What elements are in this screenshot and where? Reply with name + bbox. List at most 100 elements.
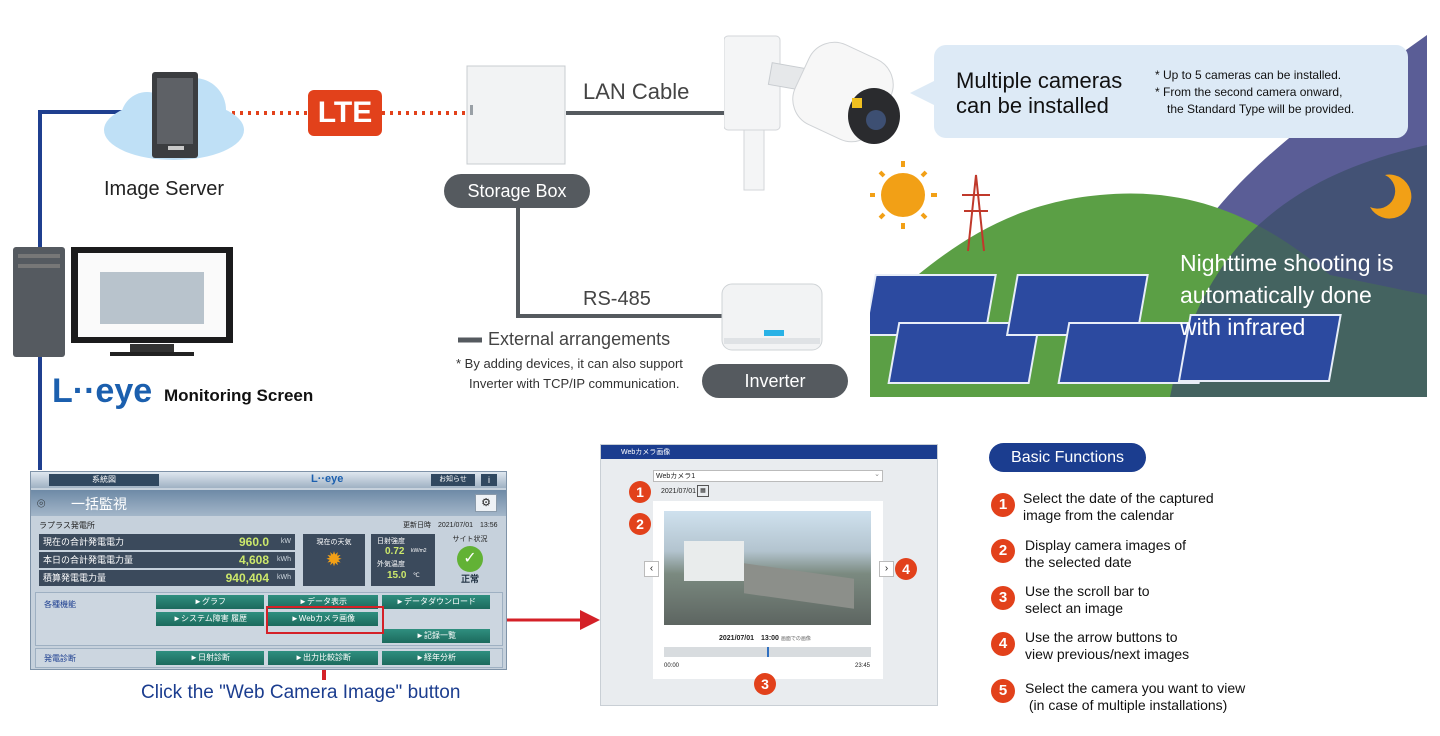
scroll-thumb[interactable] (766, 647, 769, 657)
web-camera-highlight (266, 606, 384, 634)
date-display: 2021/07/01 (661, 488, 697, 495)
record-list-button[interactable]: ►記録一覧 (382, 629, 490, 643)
external-note-2: Inverter with TCP/IP communication. (469, 376, 680, 391)
basic-functions-title: Basic Functions (989, 443, 1146, 472)
system-fault-button[interactable]: ►システム障害 履歴 (156, 612, 264, 626)
site-label: サイト状況 (452, 536, 488, 543)
image-caption: 2021/07/01 13:00 画面での画像 (719, 633, 811, 643)
marker-1: 1 (629, 481, 651, 503)
inverter-pill: Inverter (702, 364, 848, 398)
system-topbar: 系統図 L··eye お知らせ i (31, 472, 506, 488)
night-text-3: with infrared (1180, 314, 1306, 340)
metric-name: 積算発電電力量 (43, 573, 107, 583)
tab-system-diagram[interactable]: 系統図 (49, 474, 159, 486)
irradiance-label: 日射強度 (377, 538, 405, 545)
weather-box: 現在の天気 ✹ (303, 534, 365, 586)
external-note-1: * By adding devices, it can also support (456, 356, 683, 371)
storage-box-icon (466, 65, 566, 165)
scroll-start: 00:00 (664, 663, 680, 669)
diag-area: 発電診断 ►日射診断 ►出力比較診断 ►経年分析 (35, 648, 503, 668)
plant-name: ラプラス発電所 (39, 521, 95, 530)
graph-button[interactable]: ►グラフ (156, 595, 264, 609)
gear-icon[interactable]: ⚙ (475, 494, 497, 512)
bridge-shape (744, 563, 854, 609)
site-status: 正常 (460, 574, 479, 584)
system-header: ⌾ 一括監視 ⚙ (31, 490, 506, 516)
marker-3: 3 (754, 673, 776, 695)
scroll-end: 23:45 (855, 663, 871, 669)
function-text: Select the camera you want to view (in c… (1025, 680, 1246, 713)
building-shape (684, 541, 744, 581)
rs485-line (516, 208, 722, 318)
panel-arrow-head (580, 610, 600, 630)
irradiance-value: 0.72 (385, 546, 405, 557)
function-number: 5 (991, 679, 1015, 703)
camera-panel: Webカメラ画像 Webカメラ1 ⌄ 2021/07/01 ▦ 2021/07/… (600, 444, 938, 706)
metric-name: 本日の合計発電電力量 (43, 555, 134, 565)
marker-2: 2 (629, 513, 651, 535)
system-title: 一括監視 (71, 496, 127, 512)
chevron-down-icon: ⌄ (874, 471, 880, 478)
marker-4: 4 (895, 558, 917, 580)
notify-button[interactable]: お知らせ (431, 474, 475, 486)
bubble-tail (910, 80, 936, 106)
scene-illustration (870, 35, 1427, 397)
solar-scene (870, 35, 1427, 397)
bubble-note-3: the Standard Type will be provided. (1167, 102, 1355, 116)
bubble-title-1: Multiple cameras (956, 68, 1123, 93)
camera-panel-title: Webカメラ画像 (621, 449, 671, 456)
function-text: Use the scroll bar to select an image (1025, 583, 1150, 616)
caption-time: 2021/07/01 13:00 (719, 635, 779, 642)
aging-button[interactable]: ►経年分析 (382, 651, 490, 665)
metric-unit: kW (280, 538, 291, 545)
functions-area: 各種機能 ►グラフ ►データ表示 ►データダウンロード ►システム障害 履歴 ►… (35, 592, 503, 646)
info-button[interactable]: i (481, 474, 497, 486)
external-legend: External arrangements (488, 329, 671, 349)
function-number: 1 (991, 493, 1015, 517)
metric-unit: kWh (277, 556, 291, 563)
metric-value: 4,608 (238, 553, 269, 567)
temp-value: 15.0 (387, 570, 407, 581)
cloud-server-icon (104, 72, 244, 160)
calendar-icon[interactable]: ▦ (697, 485, 709, 497)
camera-icon (724, 35, 900, 191)
metric-row: 本日の合計発電電力量 4,608 kWh (39, 552, 295, 568)
output-diag-button[interactable]: ►出力比較診断 (268, 651, 378, 665)
daily-diag-button[interactable]: ►日射診断 (156, 651, 264, 665)
cameras-bubble (934, 45, 1408, 138)
weather-label: 現在の天気 (316, 539, 352, 546)
camera-select[interactable]: Webカメラ1 ⌄ (653, 470, 883, 482)
camera-image (664, 511, 871, 625)
lte-badge: LTE (308, 90, 382, 136)
site-status-box: サイト状況 ✓ 正常 (441, 534, 499, 586)
image-server-label: Image Server (104, 178, 225, 200)
functions-label: 各種機能 (44, 600, 76, 609)
function-text: Use the arrow buttons to view previous/n… (1025, 629, 1190, 662)
lan-cable-label: LAN Cable (583, 79, 690, 104)
diag-label: 発電診断 (44, 654, 76, 663)
camera-panel-header: Webカメラ画像 (601, 445, 937, 459)
metric-value: 940,404 (225, 571, 269, 585)
bubble-note-2: * From the second camera onward, (1155, 85, 1343, 99)
data-view-button[interactable]: ►データ表示 (268, 595, 378, 609)
metric-unit: kWh (277, 574, 291, 581)
system-logo: L··eye (311, 473, 344, 485)
irradiance-box: 日射強度 0.72 kW/m2 外気温度 15.0 ℃ (371, 534, 435, 586)
prev-arrow-button[interactable]: ‹ (644, 561, 659, 577)
next-arrow-button[interactable]: › (879, 561, 894, 577)
caption-note: 画面での画像 (780, 636, 811, 642)
image-card: 2021/07/01 13:00 画面での画像 00:00 23:45 (653, 501, 883, 679)
temp-unit: ℃ (413, 573, 420, 579)
metric-row: 積算発電電力量 940,404 kWh (39, 570, 295, 586)
scroll-bar[interactable] (664, 647, 871, 657)
binoculars-icon: ⌾ (37, 495, 46, 511)
function-text: Select the date of the captured image fr… (1023, 490, 1214, 523)
rs485-label: RS-485 (583, 288, 651, 310)
web-camera-button[interactable]: ►Webカメラ画像 (268, 612, 378, 626)
pc-tower-icon (13, 247, 65, 357)
metric-row: 現在の合計発電電力 960.0 kW (39, 534, 295, 550)
camera-select-value: Webカメラ1 (656, 473, 696, 480)
temp-label: 外気温度 (377, 561, 405, 568)
data-download-button[interactable]: ►データダウンロード (382, 595, 490, 609)
sun-icon: ✹ (325, 549, 343, 571)
